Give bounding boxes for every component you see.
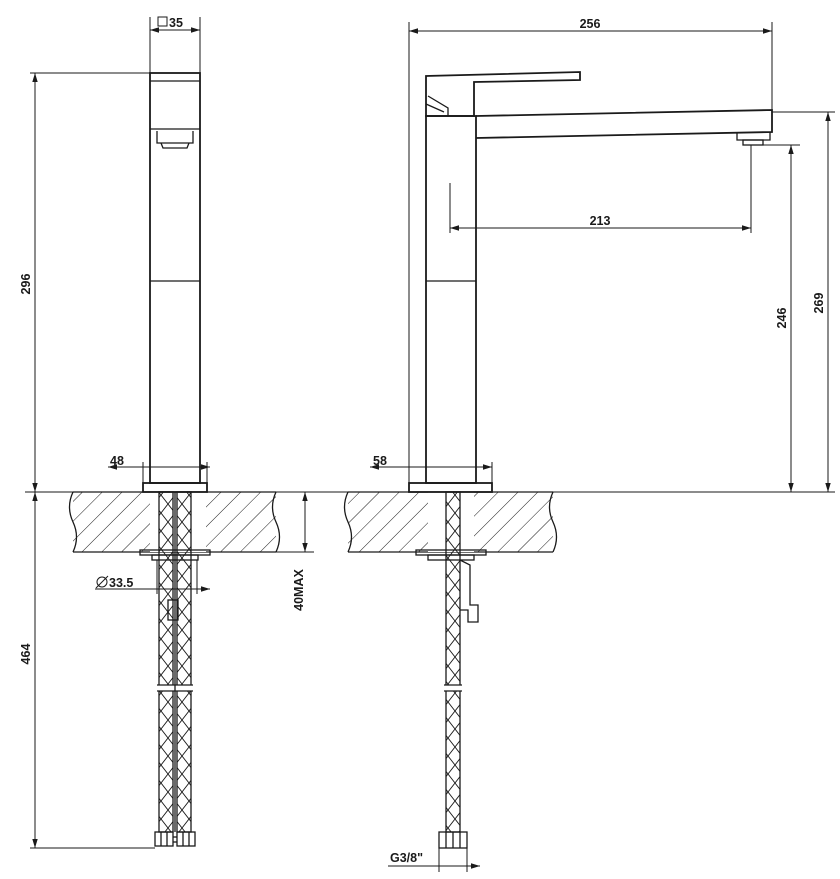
dim-base-side: 58: [370, 454, 493, 483]
side-lever-handle: [425, 71, 581, 117]
dim-overall-depth: 256: [408, 17, 773, 483]
side-spout: [475, 109, 773, 146]
label-spout-reach: 213: [590, 214, 611, 228]
side-view: 256 213 246 269 58: [343, 17, 835, 872]
side-hoses: [438, 491, 479, 849]
dim-spout-height: 246: [751, 144, 800, 492]
label-base-front: 48: [110, 454, 124, 468]
front-faucet-body: [149, 72, 201, 484]
label-spout-height: 246: [775, 308, 789, 329]
side-faucet-body: [425, 115, 477, 484]
side-base: [408, 482, 493, 493]
front-hoses: [154, 491, 196, 847]
dim-thread: G3/8": [388, 848, 480, 872]
dim-spout-reach: 213: [449, 145, 752, 233]
dim-hole-diameter: 33.5: [95, 560, 210, 594]
label-width-square: 35: [169, 16, 183, 30]
label-hose-length: 464: [19, 644, 33, 665]
label-hole-diameter: 33.5: [109, 576, 133, 590]
front-view: 35 296 48 33.5 40: [19, 16, 835, 849]
label-total-height: 296: [19, 274, 33, 295]
label-max-thickness: 40MAX: [292, 569, 306, 611]
dim-width-square: 35: [149, 16, 201, 73]
dim-base-front: 48: [108, 454, 210, 483]
label-thread: G3/8": [390, 851, 423, 865]
dim-total-height-side: 269: [772, 111, 835, 492]
label-total-height-side: 269: [812, 293, 826, 314]
dim-total-height: 296: [19, 72, 150, 492]
dim-hose-length: 464: [19, 492, 155, 849]
label-base-side: 58: [373, 454, 387, 468]
dim-max-thickness: 40MAX: [276, 492, 314, 611]
front-base: [142, 482, 208, 493]
label-overall-depth: 256: [580, 17, 601, 31]
